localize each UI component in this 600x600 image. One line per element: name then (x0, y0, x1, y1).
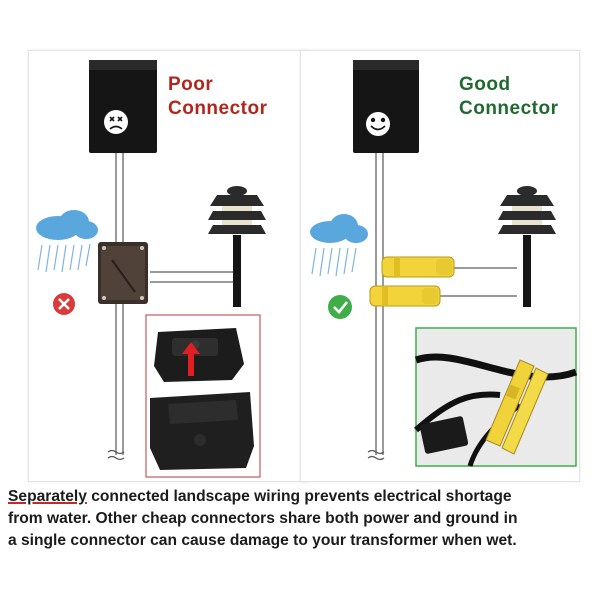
poor-path-light-icon (208, 186, 266, 307)
good-rain-cloud-icon (310, 214, 368, 277)
poor-lamp-wires (150, 271, 238, 283)
good-connector-photo (414, 327, 578, 467)
poor-transformer-box (89, 60, 157, 153)
good-wire-break-icon (367, 449, 385, 461)
caption-line1-rest: connected landscape wiring prevents elec… (86, 488, 512, 505)
good-lamp-wires (436, 267, 517, 297)
poor-title-line2: Connector (168, 98, 268, 119)
poor-junction-box (98, 242, 148, 304)
sad-face-icon (109, 116, 123, 130)
good-yellow-connector-bottom (369, 285, 441, 307)
caption-line-1: Separately connected landscape wiring pr… (8, 486, 596, 508)
x-icon (53, 293, 75, 315)
good-yellow-connector-top (381, 256, 455, 278)
caption-text: Separately connected landscape wiring pr… (8, 486, 596, 552)
caption-line-3: a single connector can cause damage to y… (8, 532, 517, 549)
poor-title-line1: Poor (168, 74, 214, 95)
good-title-line1: Good (459, 74, 511, 95)
good-path-light-icon (498, 186, 556, 307)
smiley-face-icon (370, 117, 386, 131)
check-icon (328, 295, 352, 319)
poor-wire-break-icon (107, 449, 125, 461)
caption-line-2: from water. Other cheap connectors share… (8, 510, 518, 527)
poor-connector-photo (145, 314, 261, 478)
good-transformer-box (353, 60, 419, 153)
caption-underlined-word: Separately (8, 488, 87, 505)
poor-rain-cloud-icon (36, 210, 98, 273)
good-title-line2: Connector (459, 98, 559, 119)
